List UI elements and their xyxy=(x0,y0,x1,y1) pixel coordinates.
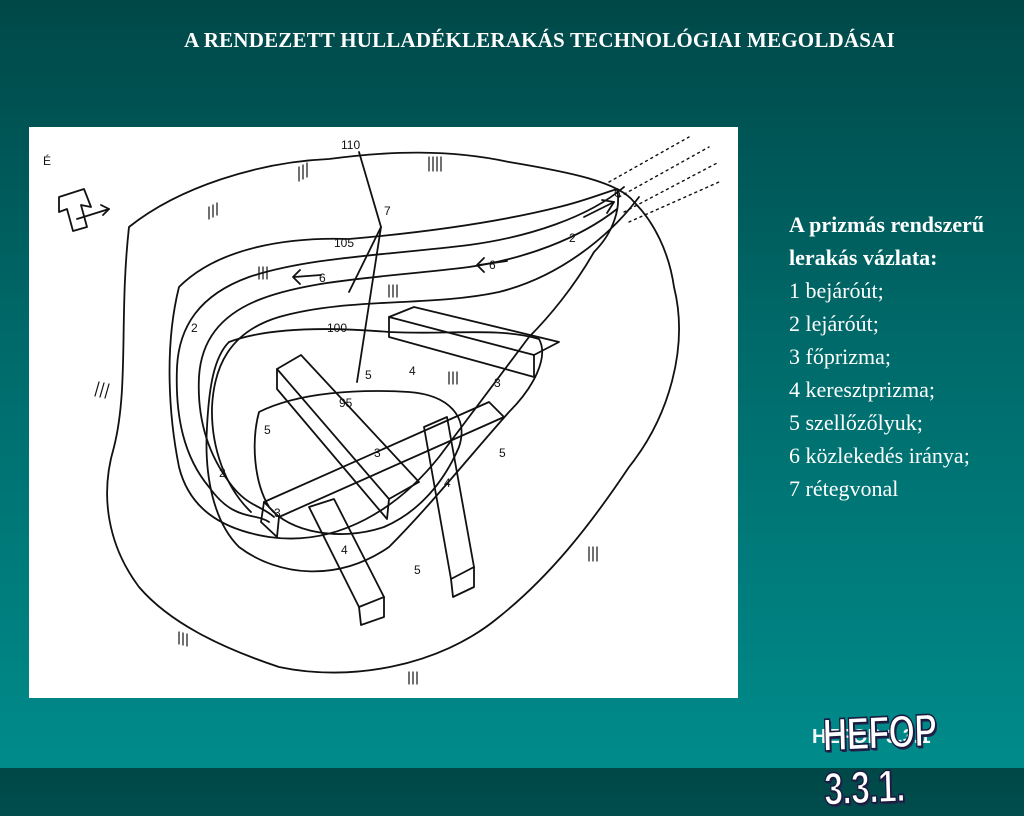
north-arrow xyxy=(58,188,92,232)
label-4-right: 4 xyxy=(444,476,451,490)
main-prism-left xyxy=(276,354,420,500)
leader-7c xyxy=(356,226,382,383)
main-prism-cross xyxy=(263,401,505,518)
label-6-top: 6 xyxy=(614,186,621,200)
legend-item-6: 6 közlekedés iránya; xyxy=(789,443,970,468)
legend-heading: A prizmás rendszerű lerakás vázlata: xyxy=(789,212,985,270)
landfill-sketch: É 110 7 105 100 95 6 6 6 2 2 2 3 3 3 4 4… xyxy=(43,136,720,685)
label-2-bottom: 2 xyxy=(219,466,226,480)
arrow-2 xyxy=(478,260,508,266)
label-3-center: 3 xyxy=(374,446,381,460)
traffic-dots xyxy=(608,136,720,223)
leader-7a xyxy=(358,151,382,228)
footer-small-text: HEFOP 3.3.1 xyxy=(812,726,931,748)
hefop-logo: HEFOP 3.3.1 HEFOP 3.3.1. xyxy=(808,703,1020,816)
contour-100 xyxy=(205,328,544,573)
contour-outer xyxy=(106,151,680,674)
label-2-left: 2 xyxy=(191,321,198,335)
label-6-right: 6 xyxy=(489,258,496,272)
label-105: 105 xyxy=(334,236,354,250)
legend-item-2: 2 lejáróút; xyxy=(789,311,879,336)
legend-item-3: 3 főprizma; xyxy=(789,344,892,369)
label-95: 95 xyxy=(339,396,353,410)
landfill-diagram: É 110 7 105 100 95 6 6 6 2 2 2 3 3 3 4 4… xyxy=(29,127,738,698)
cross-prism-right xyxy=(388,306,560,356)
north-label: É xyxy=(43,153,51,168)
legend-item-1: 1 bejáróút; xyxy=(789,278,884,303)
arrow-1 xyxy=(583,201,615,218)
label-4-bottom: 4 xyxy=(341,543,348,557)
label-5-right: 5 xyxy=(499,446,506,460)
legend-item-5: 5 szellőzőlyuk; xyxy=(789,410,923,435)
label-2-top: 2 xyxy=(569,231,576,245)
road-outer xyxy=(175,186,625,523)
label-3-right: 3 xyxy=(494,376,501,390)
legend-item-7: 7 rétegvonal xyxy=(789,476,899,501)
label-6-mid: 6 xyxy=(319,271,326,285)
label-5-bottom: 5 xyxy=(414,563,421,577)
label-3-left: 3 xyxy=(274,506,281,520)
road-lower-outer xyxy=(211,196,640,513)
contour-105 xyxy=(168,188,619,540)
label-5-left: 5 xyxy=(264,423,271,437)
label-100: 100 xyxy=(327,321,347,335)
slide-title: A RENDEZETT HULLADÉKLERAKÁS TECHNOLÓGIAI… xyxy=(184,28,895,52)
arrow-3 xyxy=(293,274,322,278)
legend-item-4: 4 keresztprizma; xyxy=(789,377,935,402)
slope-hatches xyxy=(94,156,598,685)
label-110: 110 xyxy=(341,138,360,152)
leader-7b xyxy=(348,226,382,293)
hefop-logo-text: HEFOP 3.3.1. xyxy=(821,703,937,816)
label-4-top: 4 xyxy=(409,364,416,378)
legend: A prizmás rendszerű lerakás vázlata: 1 b… xyxy=(789,208,1004,505)
label-5-top: 5 xyxy=(365,368,372,382)
label-7: 7 xyxy=(384,204,391,218)
contour-95 xyxy=(253,390,463,535)
diagram-labels: É 110 7 105 100 95 6 6 6 2 2 2 3 3 3 4 4… xyxy=(43,138,621,577)
